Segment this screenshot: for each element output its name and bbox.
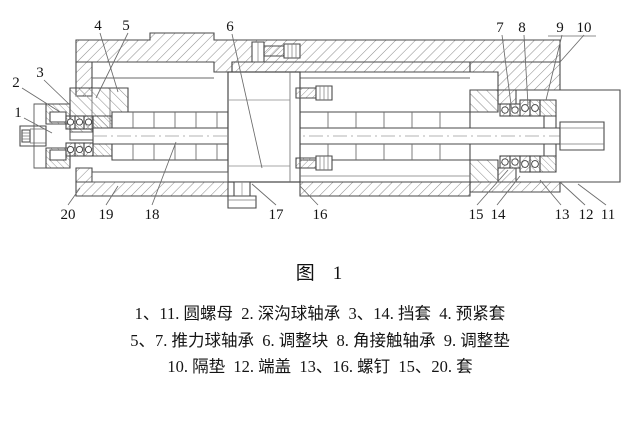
assembly-cross-section-drawing: 1 2 3 4 5 6 7 8 9 10 11 12 13 14 15 16 1…: [12, 18, 621, 223]
figure-title-label: 图: [295, 263, 317, 284]
top-screw-fittings: [251, 41, 333, 171]
callout-8: 8: [518, 20, 526, 36]
upper-housing-wall: [75, 32, 561, 97]
lower-housing-wall: [75, 167, 561, 197]
callout-1: 1: [14, 105, 22, 121]
callout-9: 9: [556, 20, 564, 36]
figure-drawing-area: 1 2 3 4 5 6 7 8 9 10 11 12 13 14 15 16 1…: [12, 18, 621, 223]
caption-line-2: 5、7. 推力球轴承 6. 调整块 8. 角接触轴承 9. 调整垫: [130, 330, 510, 350]
callout-16: 16: [313, 207, 329, 223]
adjustment-block: [227, 71, 301, 183]
caption-line-3: 10. 隔垫 12. 端盖 13、16. 螺钉 15、20. 套: [167, 357, 473, 377]
callout-2: 2: [12, 75, 20, 91]
callout-number-group: 1 2 3 4 5 6 7 8 9 10 11 12 13 14 15 16 1…: [12, 18, 615, 223]
callout-19: 19: [99, 207, 114, 223]
bottom-screw: [227, 181, 257, 209]
callout-5: 5: [122, 18, 130, 34]
callout-17: 17: [269, 207, 285, 223]
callout-11: 11: [601, 207, 615, 223]
caption-line-1: 1、11. 圆螺母 2. 深沟球轴承 3、14. 挡套 4. 预紧套: [134, 304, 506, 323]
callout-4: 4: [94, 18, 102, 34]
main-shaft: [92, 121, 605, 151]
callout-3: 3: [36, 65, 44, 81]
callout-20: 20: [61, 207, 76, 223]
callout-12: 12: [579, 207, 594, 223]
figure-title-number: 1: [332, 263, 345, 284]
callout-7: 7: [496, 20, 504, 36]
ribbed-shaft-section: [111, 111, 471, 161]
callout-6: 6: [226, 19, 234, 35]
callout-14: 14: [491, 207, 507, 223]
left-shaft-end: [19, 125, 47, 147]
callout-15: 15: [469, 207, 484, 223]
callout-18: 18: [145, 207, 160, 223]
callout-10: 10: [577, 20, 592, 36]
right-bearing-assembly: [469, 89, 557, 183]
callout-leader-lines: [21, 32, 607, 206]
callout-13: 13: [555, 207, 570, 223]
